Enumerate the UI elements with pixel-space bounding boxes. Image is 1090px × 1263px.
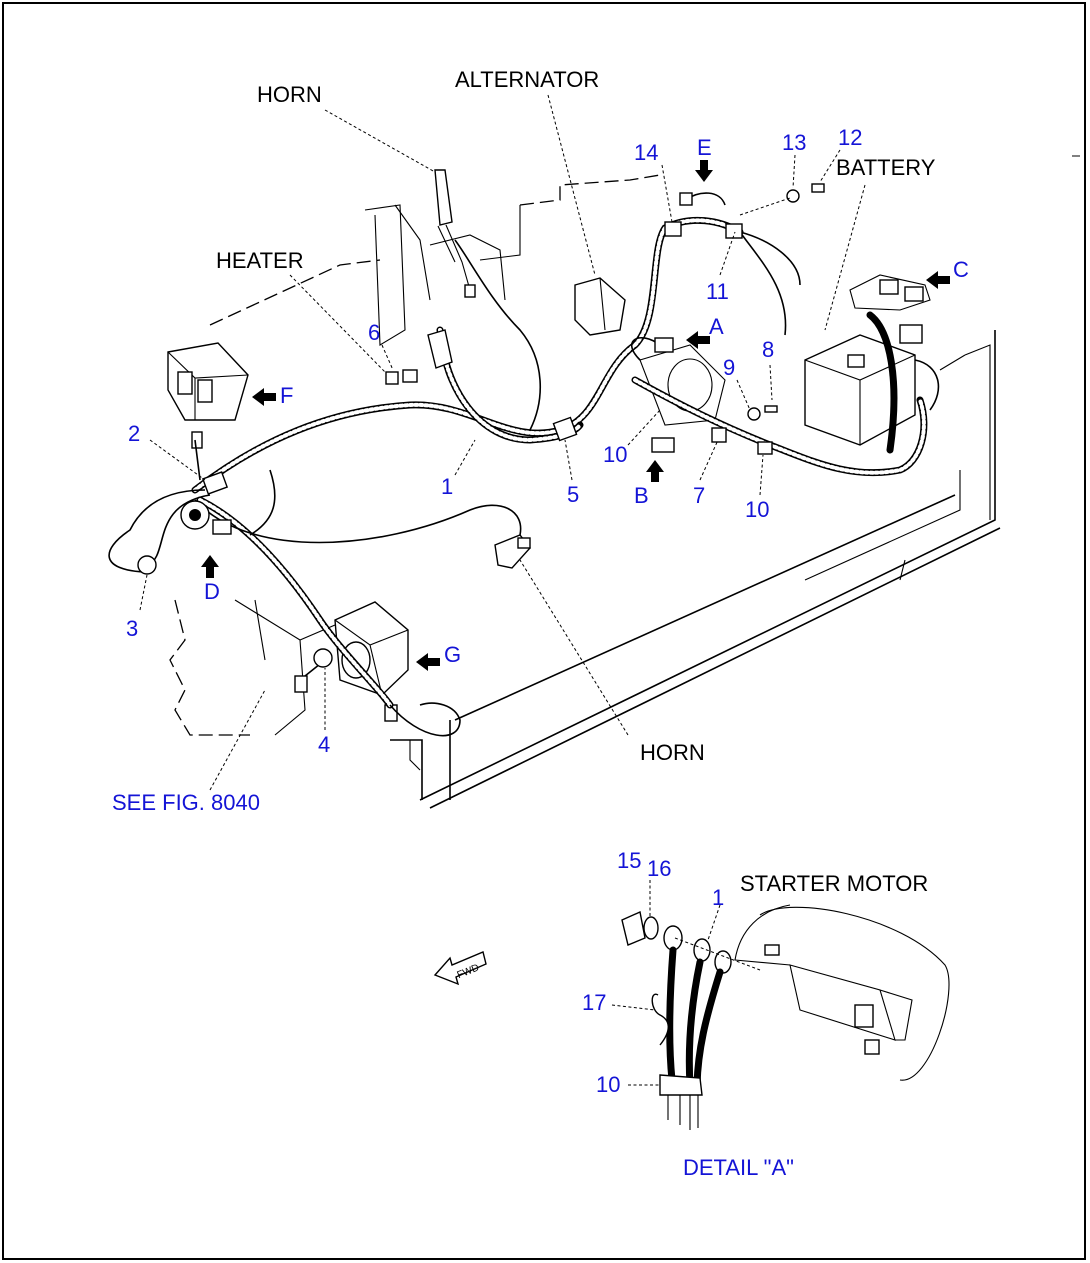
detail-callout-17: 17 xyxy=(582,990,606,1015)
label-detail-a: DETAIL "A" xyxy=(683,1155,794,1180)
clamps-and-fittings xyxy=(137,183,825,693)
callout-11: 11 xyxy=(706,279,729,304)
detail-callout-15: 15 xyxy=(617,848,641,873)
thin-wires xyxy=(108,192,940,737)
label-horn-bottom: HORN xyxy=(640,740,705,765)
callout-14: 14 xyxy=(634,140,658,165)
alternator-part xyxy=(574,277,626,336)
horn-top-part xyxy=(434,169,476,298)
callout-2: 2 xyxy=(128,421,140,446)
front-box xyxy=(334,601,409,722)
callout-6: 6 xyxy=(368,320,380,345)
horn-bottom-part xyxy=(494,534,531,569)
chassis-frame xyxy=(169,174,1001,809)
callout-9: 9 xyxy=(723,355,735,380)
callout-3: 3 xyxy=(126,616,138,641)
callout-8: 8 xyxy=(762,337,774,362)
callout-5: 5 xyxy=(567,482,579,507)
label-see-fig: SEE FIG. 8040 xyxy=(112,790,260,815)
label-alternator: ALTERNATOR xyxy=(455,67,599,92)
leader-lines xyxy=(139,94,866,791)
label-horn-top: HORN xyxy=(257,82,322,107)
label-heater: HEATER xyxy=(216,248,304,273)
callout-1: 1 xyxy=(441,474,453,499)
starter-motor-main xyxy=(639,344,726,453)
battery-part xyxy=(804,274,931,446)
callout-10b: 10 xyxy=(745,497,769,522)
detail-callout-16: 16 xyxy=(647,856,671,881)
detail-callout-10: 10 xyxy=(596,1072,620,1097)
main-harness xyxy=(191,216,928,709)
callout-7: 7 xyxy=(693,483,705,508)
detail-a-drawing xyxy=(611,880,950,1130)
view-letter-b: B xyxy=(634,483,649,508)
callout-4: 4 xyxy=(318,732,330,757)
view-letter-e: E xyxy=(697,135,712,160)
view-letter-d: D xyxy=(204,579,220,604)
view-letter-g: G xyxy=(444,642,461,667)
view-arrows xyxy=(201,160,950,671)
label-battery: BATTERY xyxy=(836,155,936,180)
callout-10a: 10 xyxy=(603,442,627,467)
view-letter-c: C xyxy=(953,257,969,282)
view-letter-a: A xyxy=(709,314,724,339)
view-letter-f: F xyxy=(280,383,293,408)
heater-unit xyxy=(167,342,249,449)
forward-arrow: FWD xyxy=(433,951,487,986)
label-starter-motor: STARTER MOTOR xyxy=(740,871,928,896)
callout-13: 13 xyxy=(782,130,806,155)
detail-callout-1: 1 xyxy=(712,885,724,910)
callout-12: 12 xyxy=(838,125,862,150)
